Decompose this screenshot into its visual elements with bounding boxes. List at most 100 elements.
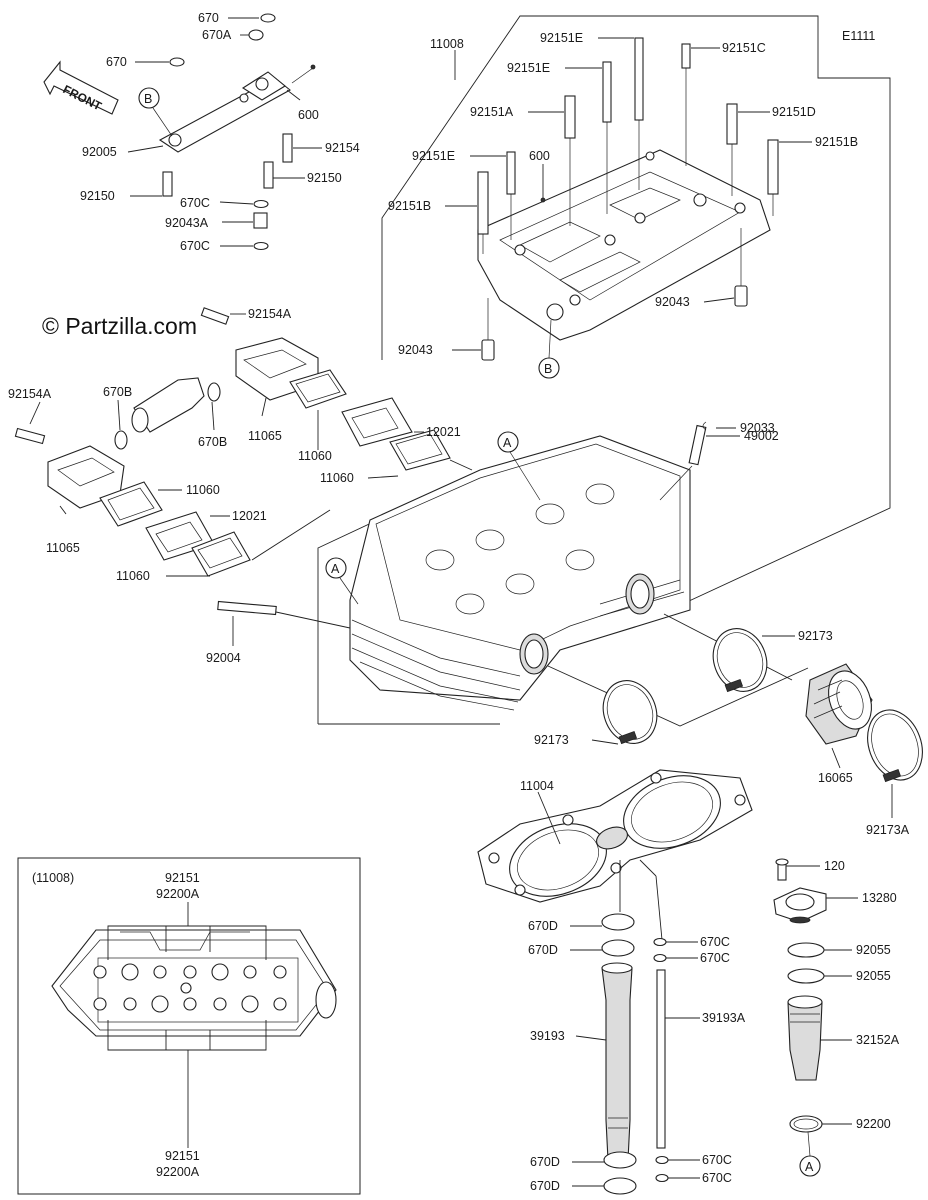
label-92043-left: 92043 [398,343,433,357]
label-92151b-right: 92151B [815,135,858,149]
lower-tubes-group [570,859,700,1195]
cylinder-head-group: A A [217,421,740,725]
o-ring-670d-2[interactable] [601,939,635,957]
sleeve-92043a[interactable] [253,212,268,229]
washer-670-top[interactable] [260,13,276,23]
bolt-92151b-right[interactable] [767,139,779,195]
label-32152a: 32152A [856,1033,900,1047]
rocker-arm-assembly: FRONT B [43,13,322,251]
label-670c-4: 670C [700,951,730,965]
stud-92004[interactable] [217,600,277,616]
label-11060-3: 11060 [186,483,220,497]
inset-label-92200a-top: 92200A [156,887,200,901]
label-92173-1: 92173 [798,629,833,643]
label-92154: 92154 [325,141,360,155]
o-ring-92055-1[interactable] [787,942,825,958]
bolt-92154[interactable] [282,133,293,163]
label-92151d: 92151D [772,105,816,119]
label-670d-2: 670D [528,943,558,957]
valve-guide-49002[interactable] [688,424,707,466]
o-ring-670d-4[interactable] [603,1177,637,1195]
label-92154a-top: 92154A [248,307,292,321]
label-11004: 11004 [520,779,554,793]
label-39193a: 39193A [702,1011,746,1025]
label-e1111: E1111 [842,29,875,43]
bolt-92151e-3[interactable] [506,151,516,195]
tube-39193[interactable] [601,967,633,1161]
camshaft-holder-group: B [381,15,891,621]
label-13280: 13280 [862,891,897,905]
o-ring-670b-1[interactable] [114,430,128,450]
label-670c-3: 670C [700,935,730,949]
reed-valve-12021-upper[interactable] [341,397,413,447]
o-ring-670d-1[interactable] [601,913,635,931]
clip-92033[interactable] [702,421,707,431]
washer-670a[interactable] [248,29,264,41]
label-92150-left: 92150 [80,189,115,203]
dowel-92043-right[interactable] [734,285,748,307]
callout-a-head-top [497,431,519,453]
callout-b-top [138,87,160,109]
dowel-92043-left[interactable] [481,339,495,361]
o-ring-92055-2[interactable] [787,968,825,984]
label-92043-right: 92043 [655,295,690,309]
callout-b-top-label: B [144,92,152,106]
label-92055-1: 92055 [856,943,891,957]
bolt-92151d[interactable] [726,103,738,145]
callout-a-head-left [325,557,347,579]
group-outline-11008 [381,15,891,621]
clamp-92173a[interactable] [858,702,928,787]
label-670c-5: 670C [702,1153,732,1167]
o-ring-670d-3[interactable] [603,1151,637,1169]
gasket-11060-4[interactable] [191,531,251,577]
label-670b-2: 670B [198,435,227,449]
label-670c-1: 670C [180,196,210,210]
o-ring-670c-5[interactable] [655,1155,669,1165]
label-670c-2: 670C [180,239,210,253]
bolt-92150-right[interactable] [263,161,274,189]
oil-pipe-group: A [773,858,858,1177]
bolt-92154a-left[interactable] [14,427,46,445]
reed-valve-group [14,307,473,577]
clamp-92173-upper[interactable] [705,621,776,699]
washer-670c-1[interactable] [253,199,269,209]
o-ring-670c-6[interactable] [655,1173,669,1183]
callout-a-head-left-label: A [331,562,340,576]
label-670b-1: 670B [103,385,132,399]
bolt-92151e-2[interactable] [602,61,612,123]
label-92151e-1: 92151E [540,31,583,45]
o-ring-92200[interactable] [789,1115,823,1133]
label-92150-right: 92150 [307,171,342,185]
o-ring-670b-2[interactable] [207,382,221,402]
o-ring-670c-4[interactable] [653,953,667,963]
washer-670-left[interactable] [169,57,185,67]
bolt-92151b-left[interactable] [477,171,489,235]
cylinder-head[interactable] [349,435,691,701]
washer-670c-2[interactable] [253,241,269,251]
gasket-11060-2[interactable] [389,429,451,471]
gasket-11060-3[interactable] [99,481,163,527]
inset-title: (11008) [32,871,74,885]
o-ring-670c-3[interactable] [653,937,667,947]
callout-a-bottom-label: A [805,1160,814,1174]
watermark: © Partzilla.com [42,313,197,339]
label-120: 120 [824,859,845,873]
bolt-92151c[interactable] [681,43,691,69]
label-11060-1: 11060 [298,449,332,463]
label-11065-2: 11065 [46,541,80,555]
callout-b-mid-label: B [544,362,552,376]
clamp-92173-lower[interactable] [595,673,666,751]
rod-39193a[interactable] [656,969,666,1149]
label-670c-6: 670C [702,1171,732,1185]
bolt-92154a-top[interactable] [200,307,230,325]
bolt-92151e-1[interactable] [634,37,644,121]
label-670d-4: 670D [530,1179,560,1193]
bolt-92151a[interactable] [564,95,576,139]
label-92151e-2: 92151E [507,61,550,75]
inset-label-92151-top: 92151 [165,871,200,885]
air-pipe[interactable] [133,377,205,433]
label-92055-2: 92055 [856,969,891,983]
label-92154a-left: 92154A [8,387,52,401]
bolt-92150-left[interactable] [162,171,173,197]
